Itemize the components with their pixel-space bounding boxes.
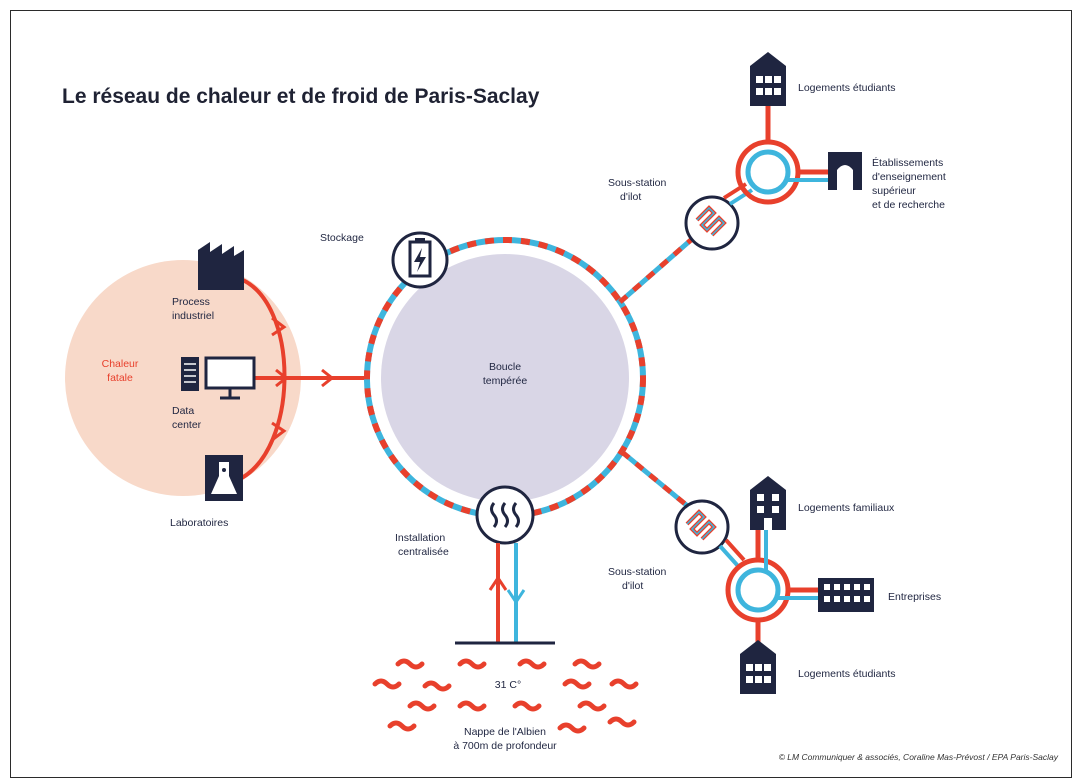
factory-icon	[198, 242, 244, 290]
housing-bottom-label: Logements étudiants	[798, 668, 895, 680]
process-label-2: industriel	[172, 310, 214, 322]
aquifer-label-2: à 700m de profondeur	[453, 740, 557, 752]
laboratoires-label: Laboratoires	[170, 517, 228, 529]
exchanger-icon	[674, 499, 730, 555]
secondary-loop-bottom-blue	[735, 567, 781, 613]
institutions-label-3: supérieur	[872, 185, 916, 197]
arch-building-icon	[828, 152, 862, 190]
installation-label-1: Installation	[395, 532, 445, 544]
building-icon	[750, 476, 786, 530]
data-center-label-2: center	[172, 419, 202, 431]
substation-top-label-2: d'ilot	[620, 191, 641, 203]
process-label-1: Process	[172, 296, 210, 308]
tempered-loop	[381, 254, 629, 502]
building-icon	[750, 52, 786, 106]
diagram-title: Le réseau de chaleur et de froid de Pari…	[62, 85, 540, 108]
flow-arrow	[271, 316, 287, 337]
loop-link-bottom-blue	[718, 544, 740, 568]
storage-label: Stockage	[320, 232, 364, 244]
waste-heat-label-1: Chaleur	[102, 358, 139, 370]
office-building-icon	[818, 578, 874, 612]
substation-bottom-label-2: d'ilot	[622, 580, 643, 592]
flow-arrow	[506, 589, 526, 605]
waste-heat-label-2: fatale	[107, 372, 133, 384]
building-icon	[740, 640, 776, 694]
aquifer-waves	[372, 658, 639, 734]
battery-icon	[391, 231, 449, 289]
institutions-label-1: Établissements	[872, 156, 943, 169]
credit-line: © LM Communiquer & associés, Coraline Ma…	[779, 752, 1059, 762]
companies-label: Entreprises	[888, 591, 941, 603]
branch-pipe-bottom-red	[620, 450, 692, 510]
flow-arrow	[271, 421, 287, 442]
aquifer-label-1: Nappe de l'Albien	[464, 726, 546, 738]
substation-bottom-label-1: Sous-station	[608, 566, 667, 578]
installation-label-2: centralisée	[398, 546, 449, 558]
exchanger-icon	[684, 195, 740, 251]
institutions-label-4: et de recherche	[872, 199, 945, 211]
monitor-icon	[204, 356, 256, 400]
lab-flask-icon	[205, 455, 243, 501]
flow-arrow	[321, 368, 335, 388]
loop-link-bottom-red	[724, 538, 746, 562]
institutions-label-2: d'enseignement	[872, 171, 946, 183]
branch-pipe-top	[618, 230, 702, 304]
data-center-label-1: Data	[172, 405, 194, 417]
temperature-label: 31 C°	[495, 679, 521, 691]
heat-waves-icon	[475, 485, 535, 545]
substation-top-label-1: Sous-station	[608, 177, 667, 189]
server-icon	[181, 357, 199, 391]
housing-top-label: Logements étudiants	[798, 82, 895, 94]
loop-label-2: tempérée	[483, 375, 528, 387]
family-housing-label: Logements familiaux	[798, 502, 895, 514]
flow-arrow	[488, 575, 508, 591]
flow-arrow	[275, 368, 289, 388]
secondary-loop-top-blue	[745, 149, 791, 195]
loop-label-1: Boucle	[489, 361, 521, 373]
